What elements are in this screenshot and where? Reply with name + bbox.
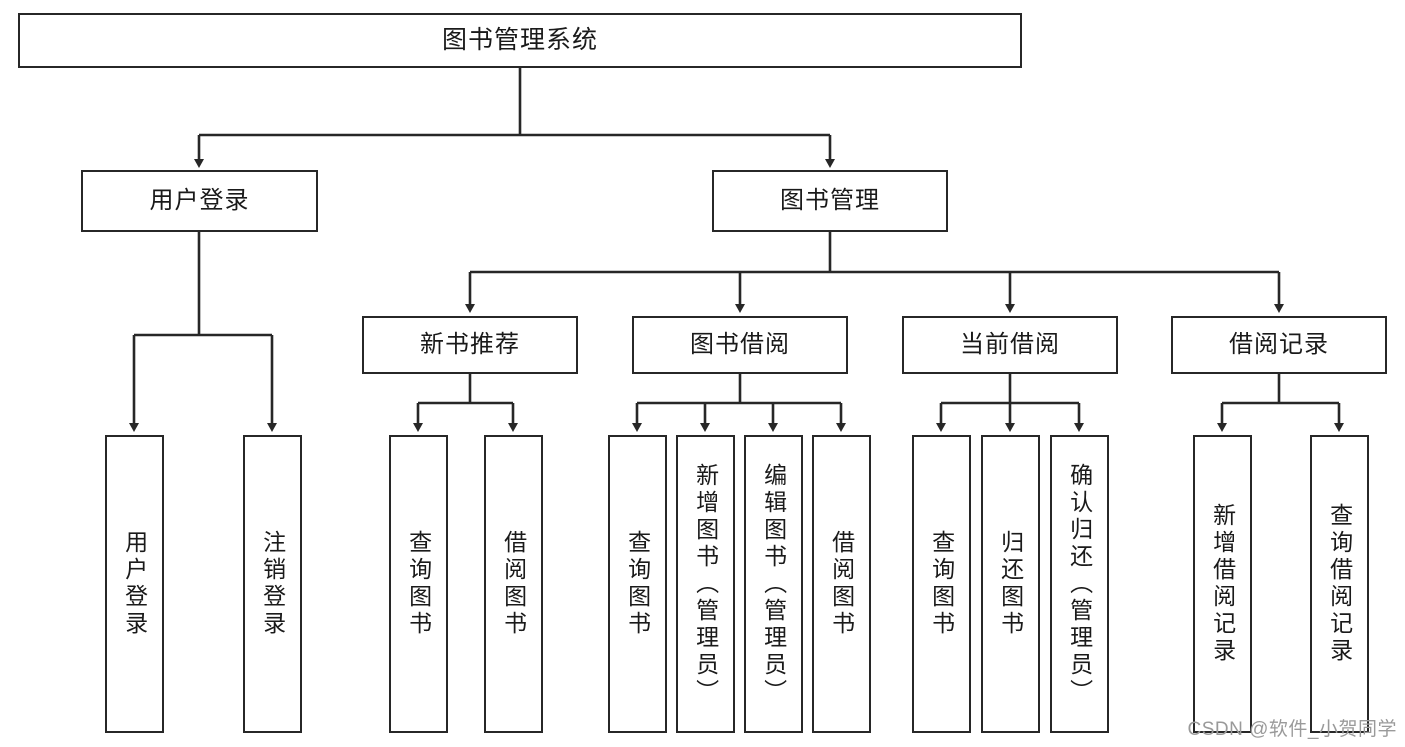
- node-label: 注销登录: [259, 530, 286, 638]
- node-user-login[interactable]: 用户登录: [81, 170, 318, 232]
- node-current-borrow[interactable]: 当前借阅: [902, 316, 1118, 374]
- node-label: 编辑图书（管理员）: [760, 462, 787, 706]
- leaf-query-book-current[interactable]: 查询图书: [912, 435, 971, 733]
- node-label: 查询图书: [624, 530, 651, 638]
- leaf-return-book[interactable]: 归还图书: [981, 435, 1040, 733]
- node-label: 新增图书（管理员）: [692, 462, 719, 706]
- node-label: 借阅记录: [1229, 330, 1329, 358]
- node-root-system[interactable]: 图书管理系统: [18, 13, 1022, 68]
- node-label: 新书推荐: [420, 330, 520, 358]
- node-label: 用户登录: [121, 530, 148, 638]
- node-label: 新增借阅记录: [1209, 503, 1236, 665]
- node-label: 借阅图书: [828, 530, 855, 638]
- node-label: 图书借阅: [690, 330, 790, 358]
- node-label: 图书管理系统: [441, 25, 598, 54]
- node-label: 借阅图书: [500, 530, 527, 638]
- node-book-borrow[interactable]: 图书借阅: [632, 316, 848, 374]
- node-label: 查询借阅记录: [1326, 503, 1353, 665]
- node-book-management[interactable]: 图书管理: [712, 170, 948, 232]
- node-new-book-recommend[interactable]: 新书推荐: [362, 316, 578, 374]
- leaf-query-book-borrow[interactable]: 查询图书: [608, 435, 667, 733]
- leaf-add-book-admin[interactable]: 新增图书（管理员）: [676, 435, 735, 733]
- leaf-query-book-recommend[interactable]: 查询图书: [389, 435, 448, 733]
- node-label: 用户登录: [149, 186, 250, 214]
- leaf-borrow-book-recommend[interactable]: 借阅图书: [484, 435, 543, 733]
- node-label: 归还图书: [997, 530, 1024, 638]
- csdn-watermark: CSDN @软件_小贺同学: [1187, 719, 1397, 740]
- node-label: 图书管理: [780, 186, 880, 214]
- leaf-query-borrow-record[interactable]: 查询借阅记录: [1310, 435, 1369, 733]
- leaf-user-login[interactable]: 用户登录: [105, 435, 164, 733]
- leaf-confirm-return-admin[interactable]: 确认归还（管理员）: [1050, 435, 1109, 733]
- node-label: 确认归还（管理员）: [1066, 462, 1093, 706]
- node-label: 查询图书: [928, 530, 955, 638]
- leaf-add-borrow-record[interactable]: 新增借阅记录: [1193, 435, 1252, 733]
- node-borrow-record[interactable]: 借阅记录: [1171, 316, 1387, 374]
- leaf-borrow-book[interactable]: 借阅图书: [812, 435, 871, 733]
- leaf-edit-book-admin[interactable]: 编辑图书（管理员）: [744, 435, 803, 733]
- node-label: 查询图书: [405, 530, 432, 638]
- node-label: 当前借阅: [960, 330, 1060, 358]
- leaf-logout[interactable]: 注销登录: [243, 435, 302, 733]
